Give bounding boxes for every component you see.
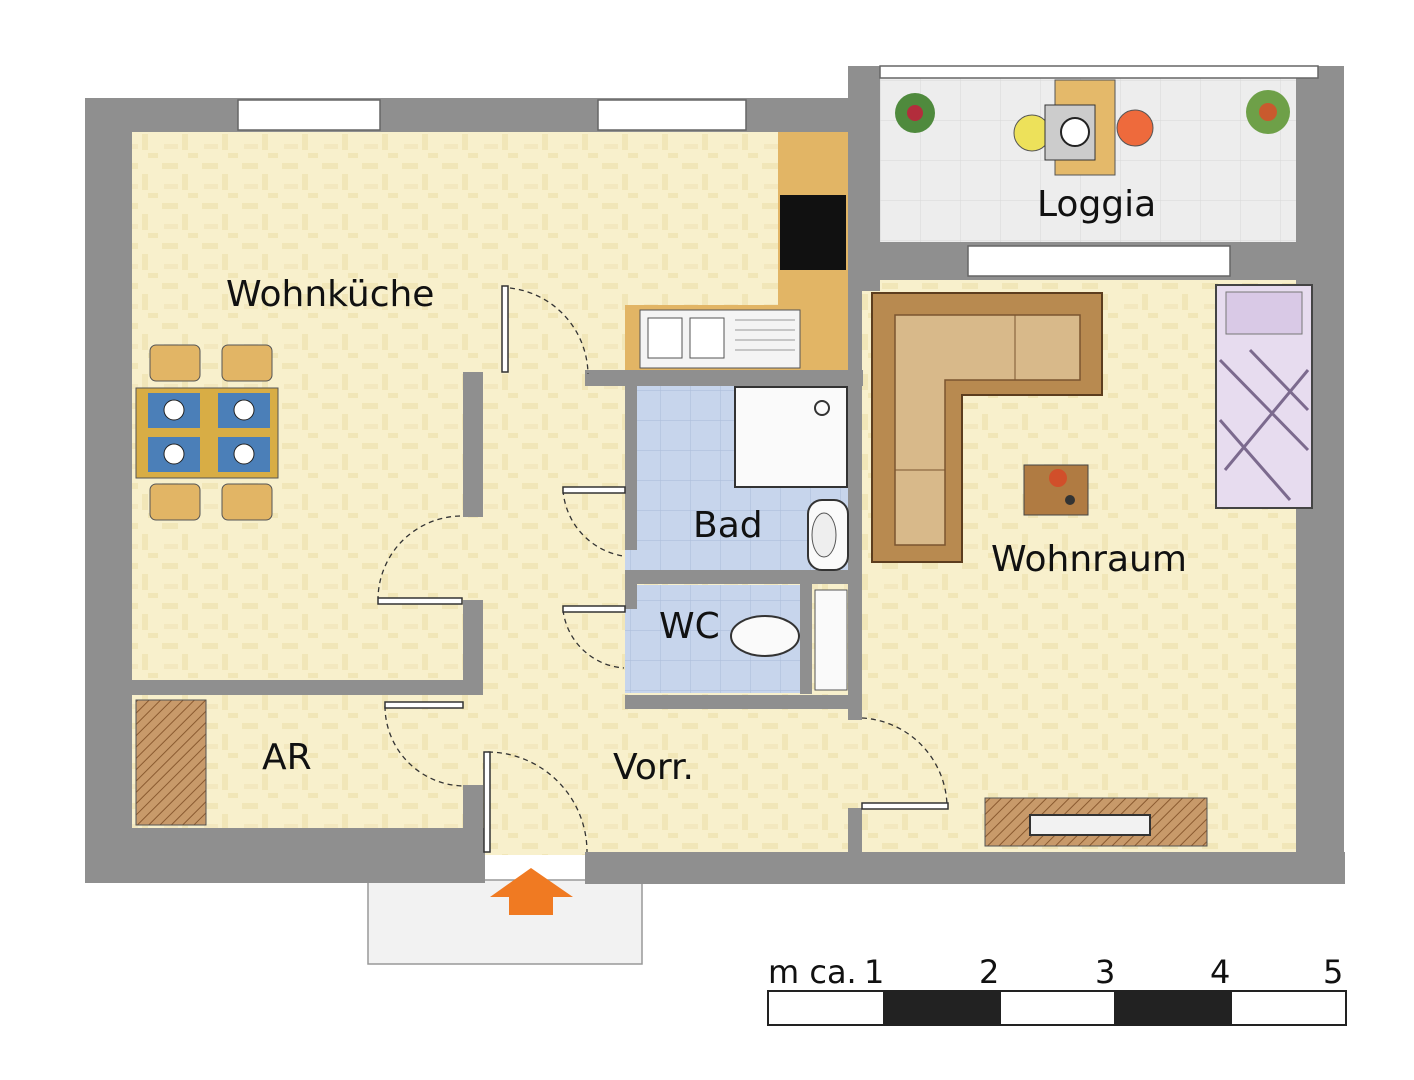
entrance-arrow-icon bbox=[490, 868, 573, 915]
scale-tick-label: 4 bbox=[1210, 953, 1231, 991]
dining-table bbox=[135, 344, 279, 521]
storage-wardrobe bbox=[135, 699, 207, 826]
room-label-wohnkueche: Wohnküche bbox=[226, 274, 435, 315]
door-leaves bbox=[377, 285, 949, 853]
room-label-bad: Bad bbox=[693, 505, 763, 546]
room-label-vorraum: Vorr. bbox=[613, 747, 694, 788]
scale-bar bbox=[767, 990, 1347, 1026]
scale-tick-label: 1 bbox=[864, 953, 885, 991]
kitchen-counter bbox=[625, 132, 848, 370]
door-swings bbox=[377, 287, 948, 853]
windows bbox=[237, 65, 1319, 277]
plant-icon bbox=[895, 93, 935, 133]
entrance-landing bbox=[367, 879, 643, 965]
room-label-loggia: Loggia bbox=[1037, 184, 1157, 225]
coffee-table bbox=[1023, 464, 1089, 516]
plant-icon bbox=[1246, 90, 1290, 134]
room-label-wohnraum: Wohnraum bbox=[991, 539, 1187, 580]
bed bbox=[1215, 284, 1313, 509]
scale-prefix-label: m ca. bbox=[768, 953, 857, 991]
loggia-furniture bbox=[1013, 79, 1154, 176]
room-label-ar: AR bbox=[262, 737, 312, 778]
room-label-wc: WC bbox=[659, 606, 720, 647]
scale-tick-label: 5 bbox=[1323, 953, 1344, 991]
tv-sideboard bbox=[984, 797, 1208, 847]
bath-fixtures bbox=[730, 386, 849, 691]
scale-tick-label: 3 bbox=[1095, 953, 1116, 991]
scale-tick-label: 2 bbox=[979, 953, 1000, 991]
sofa bbox=[871, 292, 1103, 563]
